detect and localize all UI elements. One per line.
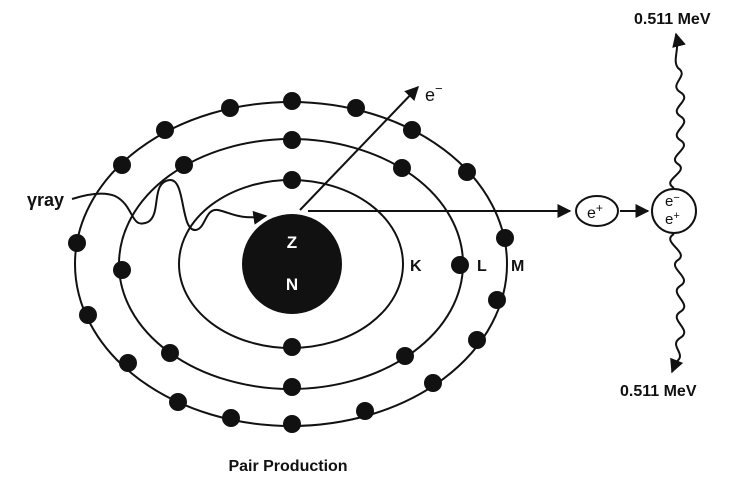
diagram-caption: Pair Production: [228, 458, 347, 475]
annihilation-positron-symbol: e: [665, 211, 673, 228]
nucleus-z-label: Z: [287, 233, 297, 252]
electron: [283, 131, 301, 149]
ejected-electron-arrow: [299, 85, 419, 211]
annihilation-circle: [651, 188, 697, 234]
electron: [169, 393, 187, 411]
electron: [451, 256, 469, 274]
electron: [424, 374, 442, 392]
electron: [283, 171, 301, 189]
electron: [283, 415, 301, 433]
ejected-electron-charge: −: [435, 81, 443, 96]
annihilation-positron-charge: +: [673, 210, 679, 222]
gamma-ray-wave: [71, 178, 268, 231]
gamma-ray-label: γray: [27, 190, 64, 210]
electron: [68, 234, 86, 252]
electron: [403, 121, 421, 139]
l-shell-electrons: [113, 131, 469, 396]
k-shell-label: K: [410, 258, 422, 275]
nucleus-n-label: N: [286, 275, 298, 294]
electron: [79, 306, 97, 324]
positron-charge: +: [596, 201, 603, 215]
electron: [396, 347, 414, 365]
ejected-electron-label: e−: [425, 81, 443, 105]
electron: [161, 344, 179, 362]
electron: [175, 156, 193, 174]
electron: [356, 402, 374, 420]
positron-symbol: e: [587, 205, 596, 222]
nucleus: [242, 214, 342, 314]
electron: [156, 121, 174, 139]
ejected-electron-symbol: e: [425, 85, 435, 105]
positron-circle: [575, 195, 619, 227]
electron: [283, 338, 301, 356]
annihilation-electron-symbol: e: [665, 193, 673, 210]
electron: [283, 378, 301, 396]
electron: [113, 156, 131, 174]
positron-label: e+: [587, 201, 603, 222]
annihilation-positron-label: e+: [665, 210, 680, 228]
annihilation-electron-charge: −: [673, 192, 679, 204]
electron: [222, 409, 240, 427]
m-shell-electrons: [68, 92, 514, 433]
m-shell-label: M: [511, 258, 524, 275]
l-shell-label: L: [477, 258, 487, 275]
electron: [113, 261, 131, 279]
photon-up-energy-label: 0.511 MeV: [634, 11, 711, 28]
electron: [496, 229, 514, 247]
annihilation-photon-down: [669, 233, 686, 374]
electron: [488, 291, 506, 309]
electron: [468, 331, 486, 349]
electron: [393, 159, 411, 177]
annihilation-electron-label: e−: [665, 192, 680, 210]
electron: [221, 99, 239, 117]
annihilation-photon-up: [669, 32, 686, 189]
k-shell-electrons: [283, 171, 301, 356]
electron: [347, 99, 365, 117]
electron: [119, 354, 137, 372]
photon-down-energy-label: 0.511 MeV: [620, 383, 697, 400]
electron: [458, 163, 476, 181]
electron: [283, 92, 301, 110]
